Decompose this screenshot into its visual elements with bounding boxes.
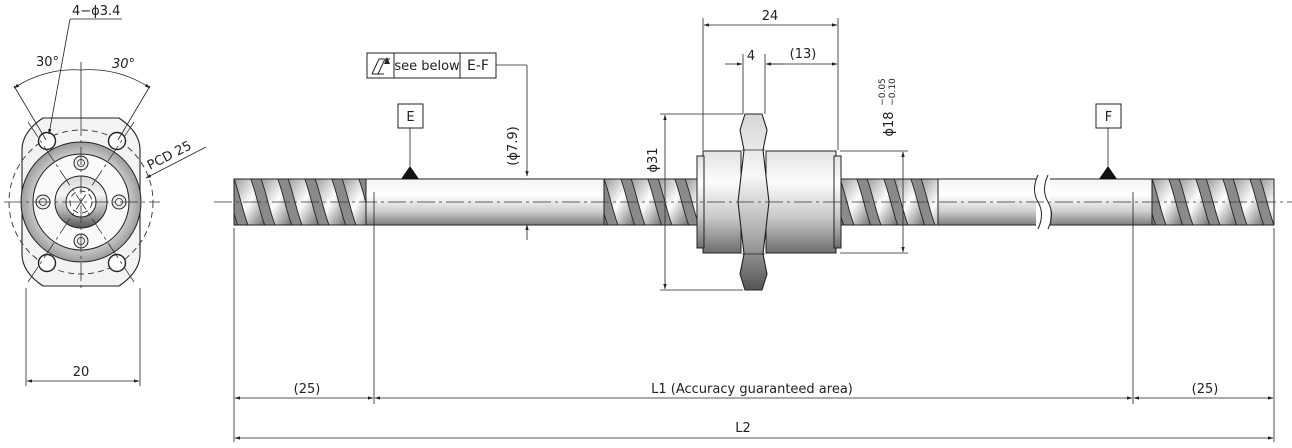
holes-label: 4−ϕ3.4 (72, 4, 120, 19)
tolerance-frame-outline (366, 52, 497, 79)
thread-crest (1152, 179, 1184, 225)
thread-crest (920, 179, 938, 225)
mounting-hole (37, 253, 57, 273)
screw-diameter-label: (ϕ7.9) (506, 126, 521, 165)
end-view: 20 30° 30° 4−ϕ3.4 PCD 25 (4, 4, 207, 386)
datum-f-box (1095, 103, 1122, 129)
tolerance-frame: see below E-F (366, 52, 529, 177)
datum-f-label: F (1105, 110, 1112, 125)
thread-crest (604, 179, 636, 225)
mounting-holes (37, 131, 127, 273)
datum-e-label: E (406, 110, 414, 125)
datum-f-triangle (1099, 166, 1117, 179)
thread-crest (234, 212, 239, 225)
holes-leader-line (48, 18, 71, 135)
nut-diameter-label: ϕ18 (882, 111, 897, 136)
thread-crest (604, 212, 609, 225)
datum-e-triangle (401, 166, 419, 179)
l1-label: L1 (Accuracy guaranteed area) (651, 382, 853, 397)
flange-diameter-label: ϕ31 (646, 147, 661, 172)
l2-label: L2 (735, 421, 751, 436)
thread-crest (1205, 179, 1238, 225)
end-left-label: (25) (294, 382, 321, 397)
tolerance-frame-text: see below (394, 59, 460, 74)
pcd-label: PCD 25 (145, 139, 194, 174)
hole-centerline (27, 121, 135, 283)
nut-length-label: 24 (762, 9, 779, 24)
thread-crest (1152, 212, 1157, 225)
angle-arc-left (13, 69, 82, 89)
side-view: E F see below E-F (ϕ7.9) (214, 9, 1292, 442)
nut-body-label: (13) (790, 47, 817, 62)
nut-tol-upper: −0.05 (878, 78, 888, 106)
angle-leader-right (117, 85, 151, 141)
angle-label-right: 30° (112, 57, 135, 72)
end-right-label: (25) (1192, 382, 1219, 397)
pcd-leader-line (145, 146, 207, 179)
mounting-hole (107, 253, 127, 273)
total-runout-icon (371, 57, 390, 75)
width-label: 20 (73, 365, 90, 380)
angle-arc-right (80, 69, 151, 89)
mounting-hole (107, 131, 127, 151)
tolerance-frame-ref: E-F (467, 58, 489, 74)
mounting-hole (37, 131, 57, 151)
flange-thickness-label: 4 (747, 49, 755, 64)
thread-crest (1232, 179, 1265, 225)
datum-e-box (397, 103, 424, 129)
angle-label-left: 30° (36, 55, 59, 70)
angle-leader-left (13, 85, 47, 141)
thread-crest (630, 179, 663, 225)
nut-tol-lower: −0.10 (888, 78, 898, 106)
